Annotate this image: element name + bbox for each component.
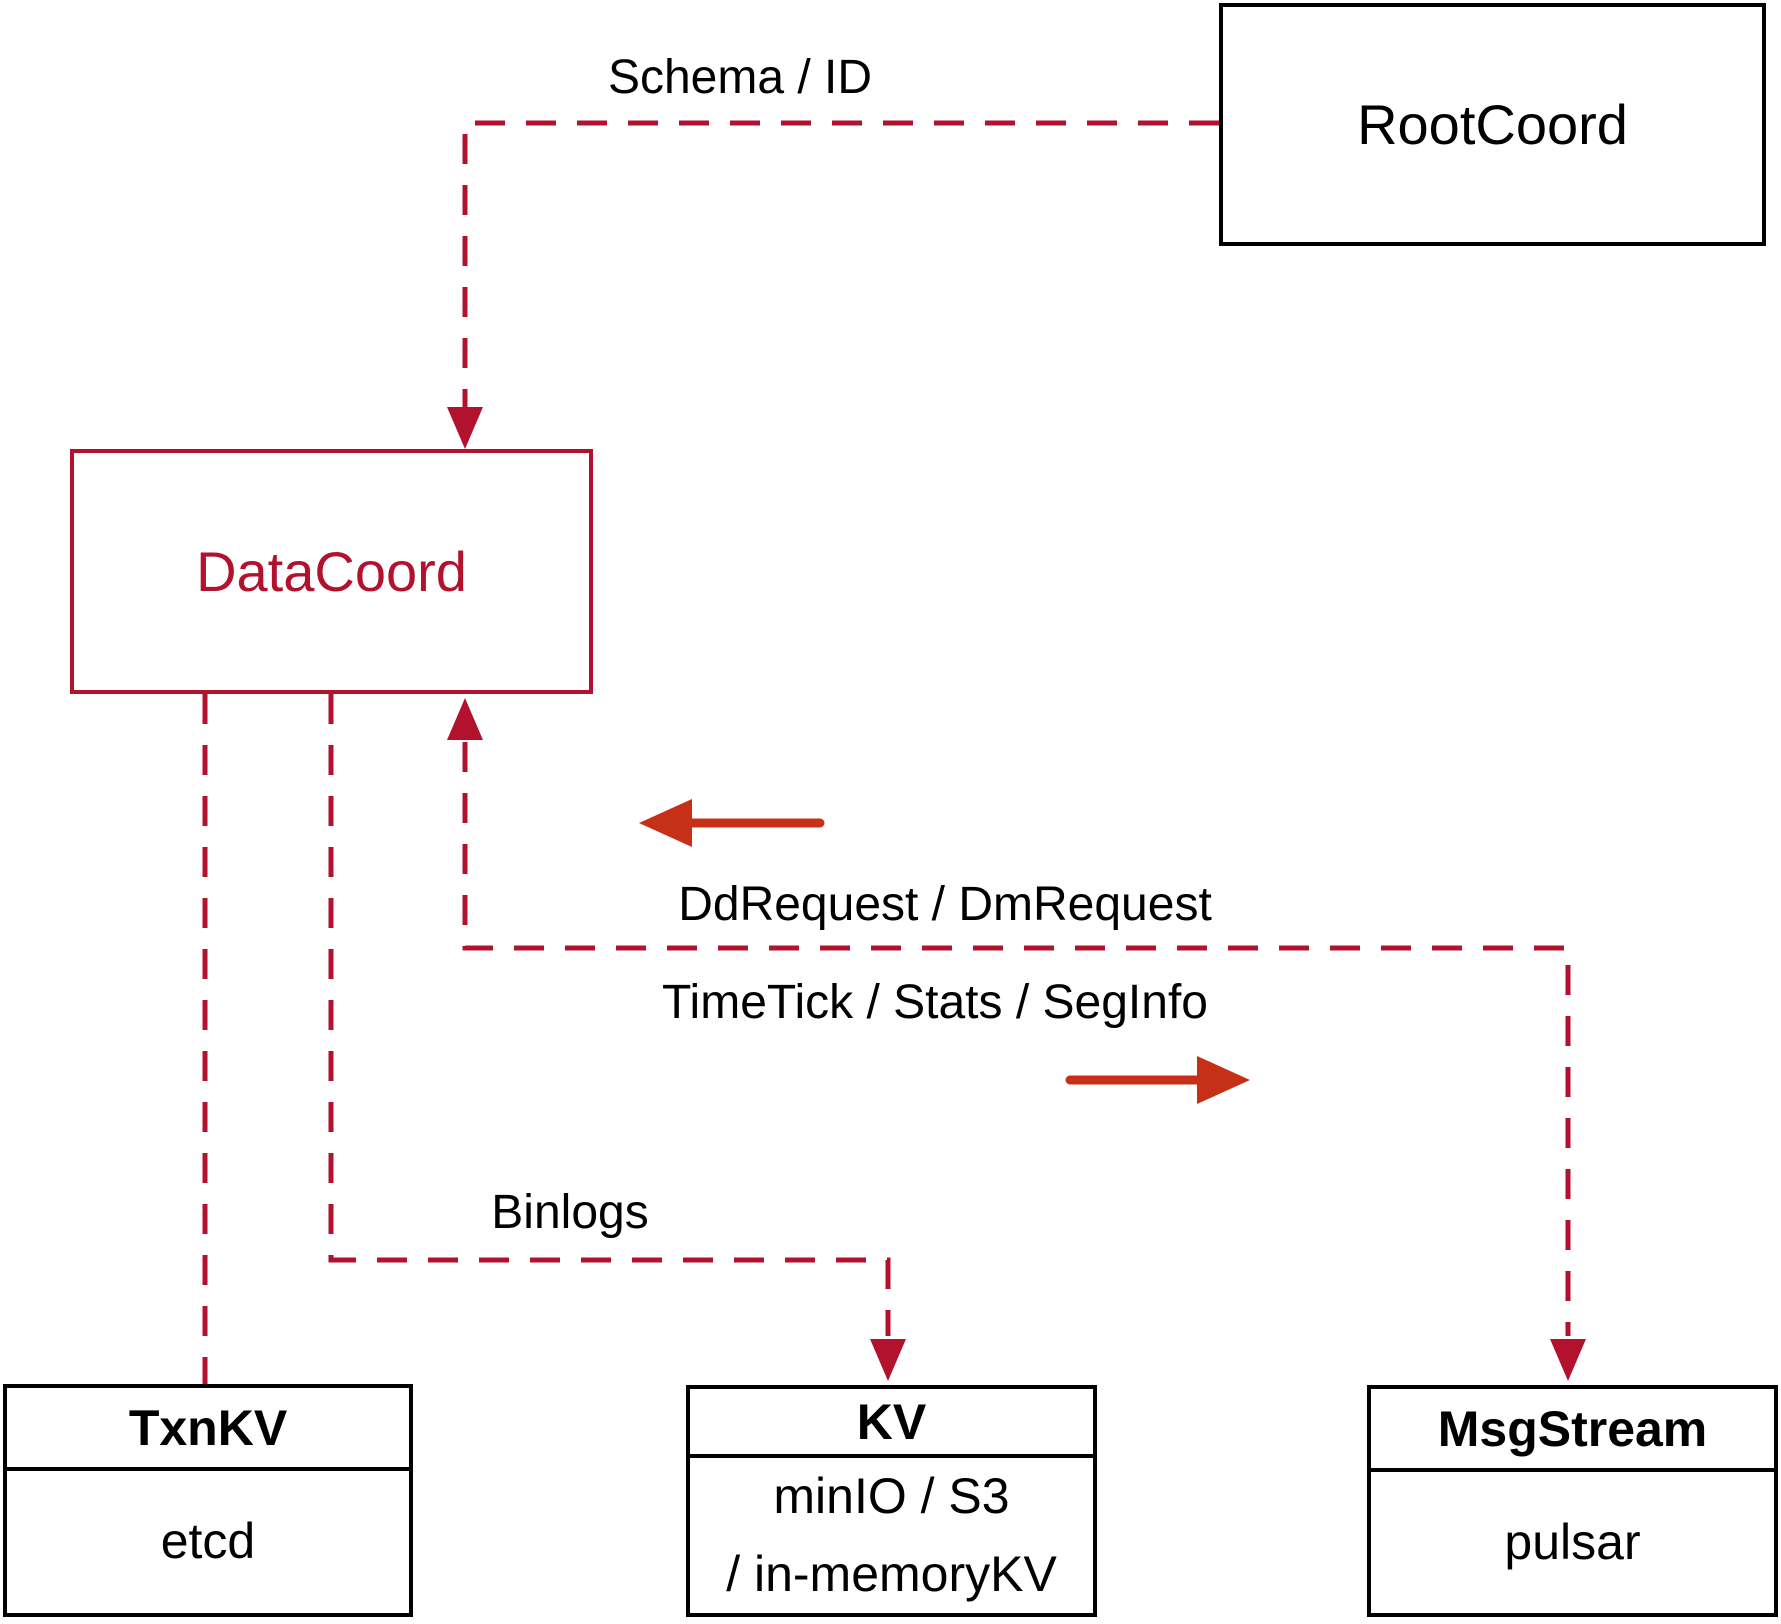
node-rootcoord-label: RootCoord [1357,93,1628,156]
node-datacoord: DataCoord [70,449,593,694]
edge-binlogs [328,694,891,1336]
node-txnkv: TxnKV etcd [3,1384,413,1617]
arrowhead-into-kv-down [870,1339,906,1381]
node-kv-body-line1: minIO / S3 [773,1468,1010,1524]
arrowhead-into-msgstream-down [1550,1339,1586,1381]
label-binlogs: Binlogs [491,1186,649,1239]
node-datacoord-label: DataCoord [196,540,467,603]
node-kv-body-line2: / in-memoryKV [726,1545,1057,1602]
node-msgstream-title: MsgStream [1371,1389,1774,1472]
direction-arrow-right-head [1197,1056,1250,1104]
node-rootcoord: RootCoord [1219,3,1766,246]
label-timetick-stats-seginfo: TimeTick / Stats / SegInfo [662,976,1208,1029]
label-ddrequest-dmrequest: DdRequest / DmRequest [678,878,1212,931]
edge-ddrequest-timetick [462,742,1571,1336]
node-kv: KV minIO / S3 / in-memoryKV [686,1385,1097,1617]
node-txnkv-title: TxnKV [7,1388,409,1471]
edge-schema-id [462,120,1219,437]
node-kv-title: KV [690,1389,1093,1458]
arrowhead-into-datacoord-up [447,698,483,740]
node-txnkv-body: etcd [160,1513,256,1570]
direction-arrow-left-head [639,799,692,847]
arrowhead-schema-id-down [447,407,483,449]
node-msgstream-body: pulsar [1504,1513,1641,1570]
node-msgstream: MsgStream pulsar [1367,1385,1778,1617]
label-schema-id: Schema / ID [607,51,873,104]
